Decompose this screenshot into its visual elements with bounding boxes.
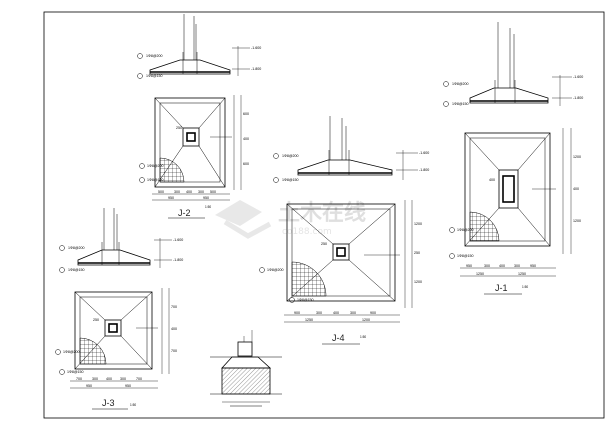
j2-dim-h2-1: 950 (203, 196, 209, 200)
j4-dim-h2: 400 (333, 311, 339, 315)
j1-plan: 400 1Φ8@200 1Φ8@150 950 300 400 300 950 … (449, 128, 581, 277)
j4-dim-h0: 900 (294, 311, 300, 315)
j2-scale: 1:50 (205, 205, 211, 209)
strip-footing-section (210, 330, 282, 407)
j3-dim-v2: 700 (171, 349, 177, 353)
j2-section-note-a: 1Φ8@200 (146, 54, 163, 58)
j1-elev-bot: -1.800 (573, 96, 583, 100)
j1-plan-note-b: 1Φ8@150 (457, 254, 474, 258)
j2-dim-v1: 400 (243, 137, 249, 141)
j4-section: -1.600 -1.800 1Φ8@200 1Φ8@150 (273, 116, 429, 183)
j1-dim-h3: 300 (514, 264, 520, 268)
j4-dim-v1: 250 (414, 251, 420, 255)
j4-title: J-4 (332, 333, 345, 343)
sheet-border (43, 11, 605, 419)
j3-plan: 250 1Φ8@200 1Φ8@150 700 300 400 300 700 … (55, 288, 177, 389)
j4-plan: 250 1Φ8@200 1Φ8@150 900 300 400 300 900 … (259, 200, 422, 323)
j1-section: -1.600 -1.800 1Φ8@200 1Φ8@150 (443, 22, 583, 107)
j4-section-note-a: 1Φ8@200 (282, 154, 299, 158)
j1-scale: 1:50 (522, 285, 528, 289)
j4-scale: 1:50 (360, 335, 366, 339)
j4-col-size: 250 (321, 242, 327, 246)
j3-dim-h2-1: 950 (125, 384, 131, 388)
j1-title: J-1 (495, 283, 508, 293)
j2-elev-bot: -1.800 (251, 67, 261, 71)
detail-j2: -1.600 -1.800 1Φ8@200 1Φ8@150 250 1Φ8@20… (137, 14, 261, 219)
j3-section-note-b: 1Φ8@150 (68, 268, 85, 272)
j1-dim-h2-0: 1250 (476, 272, 484, 276)
j2-section-note-b: 1Φ8@150 (146, 74, 163, 78)
j4-elev-top: -1.600 (419, 151, 429, 155)
j3-plan-note-b: 1Φ8@150 (67, 370, 84, 374)
j1-section-note-b: 1Φ8@150 (452, 102, 469, 106)
j4-plan-note-a: 1Φ8@200 (267, 268, 284, 272)
j2-dim-h3: 300 (198, 190, 204, 194)
j4-dim-h3: 300 (350, 311, 356, 315)
j3-section: -1.600 -1.800 1Φ8@200 1Φ8@150 (59, 208, 183, 273)
j1-elev-top: -1.600 (573, 75, 583, 79)
j3-dim-h4: 700 (136, 377, 142, 381)
j1-dim-h0: 950 (466, 264, 472, 268)
j3-scale: 1:50 (130, 403, 136, 407)
j2-plan: 250 1Φ8@200 1Φ8@150 500 300 400 300 500 … (139, 95, 249, 201)
j3-dim-h0: 700 (76, 377, 82, 381)
j2-dim-v2: 600 (243, 162, 249, 166)
j3-section-note-a: 1Φ8@200 (68, 246, 85, 250)
j4-dim-v2: 1200 (414, 280, 422, 284)
j1-dim-v0: 1200 (573, 155, 581, 159)
j2-dim-h2-0: 950 (168, 196, 174, 200)
j2-plan-note-a: 1Φ8@200 (147, 164, 164, 168)
j3-plan-note-a: 1Φ8@200 (63, 350, 80, 354)
detail-j1: -1.600 -1.800 1Φ8@200 1Φ8@150 400 1Φ8@20… (443, 22, 583, 295)
j2-plan-note-b: 1Φ8@150 (147, 178, 164, 182)
j2-title: J-2 (178, 208, 191, 218)
j1-dim-h2-1: 1250 (518, 272, 526, 276)
detail-j3: -1.600 -1.800 1Φ8@200 1Φ8@150 250 1Φ8@20… (55, 208, 183, 410)
j3-dim-h1: 300 (92, 377, 98, 381)
j1-dim-h2: 400 (499, 264, 505, 268)
j4-dim-h2-0: 1250 (305, 318, 313, 322)
j3-elev-top: -1.600 (173, 238, 183, 242)
detail-j4: -1.600 -1.800 1Φ8@200 1Φ8@150 250 1Φ8@20… (259, 116, 429, 345)
j2-elev-top: -1.600 (251, 46, 261, 50)
j1-dim-h4: 950 (530, 264, 536, 268)
j1-dim-h1: 300 (484, 264, 490, 268)
j1-dim-v1: 400 (573, 187, 579, 191)
j1-col-size: 400 (489, 178, 495, 182)
j4-dim-h4: 900 (370, 311, 376, 315)
j2-dim-h2: 400 (186, 190, 192, 194)
j4-dim-h2-1: 1200 (362, 318, 370, 322)
j3-title: J-3 (102, 398, 115, 408)
j3-col-size: 250 (93, 318, 99, 322)
j2-dim-h1: 300 (174, 190, 180, 194)
j3-dim-v0: 700 (171, 305, 177, 309)
j4-dim-h1: 300 (316, 311, 322, 315)
j4-elev-bot: -1.800 (419, 168, 429, 172)
j3-dim-h2: 400 (106, 377, 112, 381)
j1-dim-v2: 1200 (573, 219, 581, 223)
j4-plan-note-b: 1Φ8@150 (297, 298, 314, 302)
j2-dim-h4: 500 (210, 190, 216, 194)
j2-dim-v0: 600 (243, 112, 249, 116)
j3-dim-v1: 400 (171, 327, 177, 331)
j1-section-note-a: 1Φ8@200 (452, 82, 469, 86)
watermark-site: co188.com (282, 227, 332, 237)
j4-dim-v0: 1200 (414, 222, 422, 226)
j1-plan-note-a: 1Φ8@200 (457, 228, 474, 232)
j3-elev-bot: -1.800 (173, 258, 183, 262)
j3-dim-h2-0: 950 (86, 384, 92, 388)
watermark: 土木在线 co188.com (215, 200, 366, 239)
j2-dim-h0: 500 (158, 190, 164, 194)
j4-section-note-b: 1Φ8@150 (282, 178, 299, 182)
j2-col-size: 250 (176, 126, 182, 130)
j3-dim-h3: 300 (120, 377, 126, 381)
j2-section: -1.600 -1.800 1Φ8@200 1Φ8@150 (137, 14, 261, 79)
